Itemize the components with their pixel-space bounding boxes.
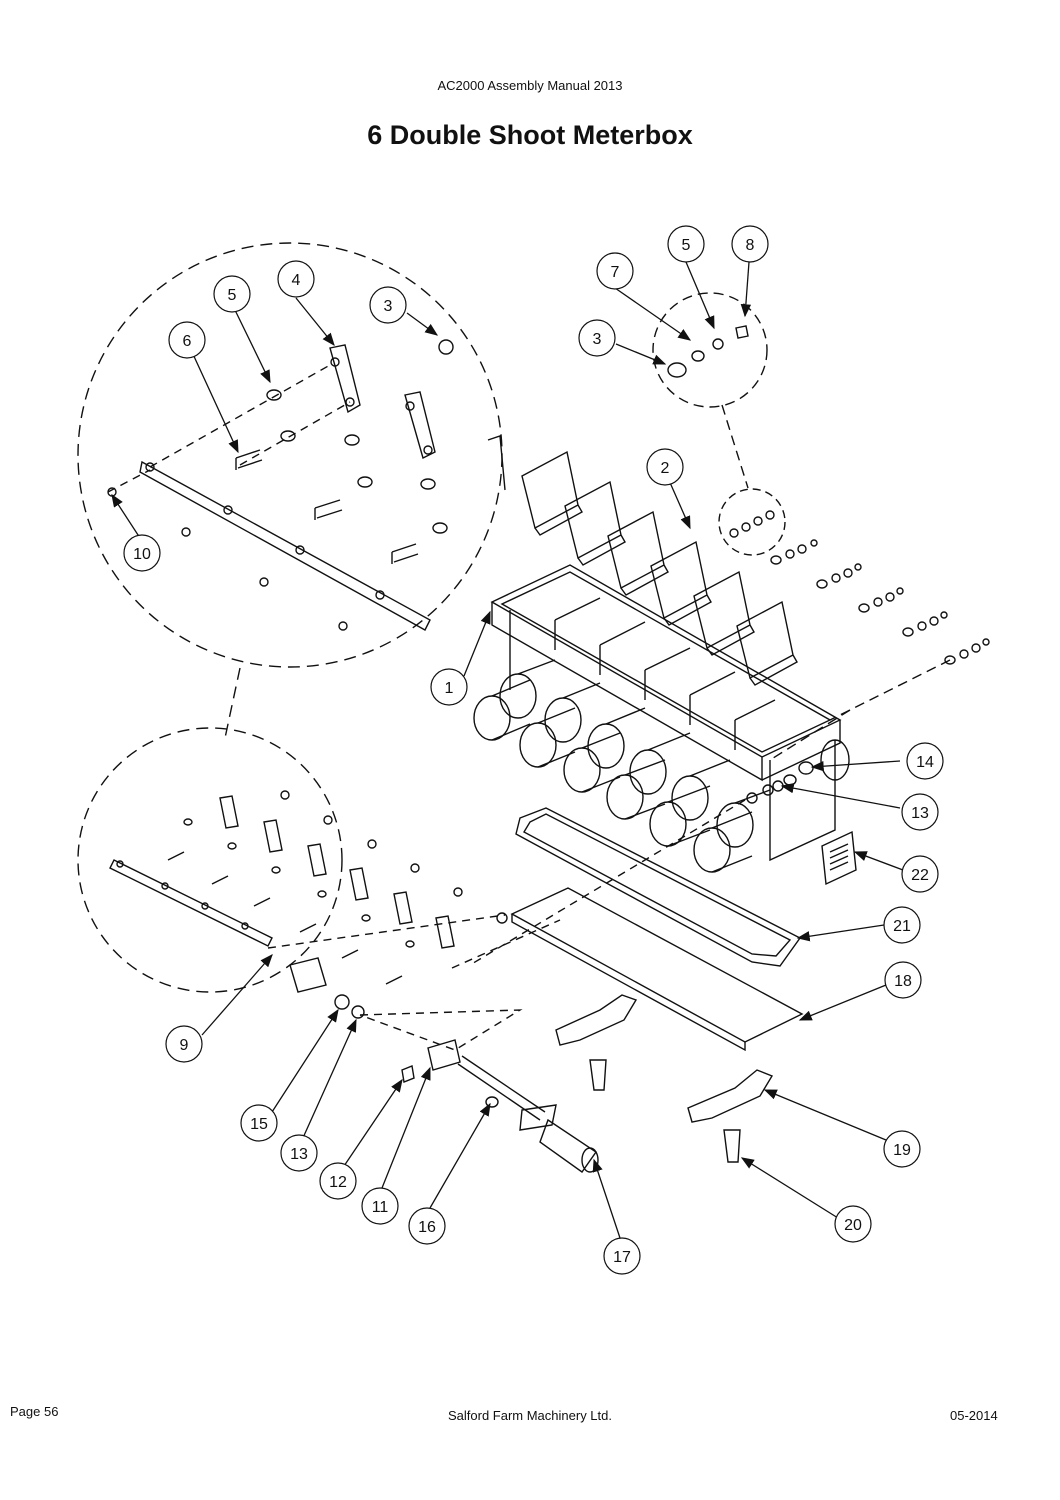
detail-circle-hardware (652, 292, 768, 408)
flap-5 (693, 570, 755, 656)
outlet-tubes (473, 659, 850, 873)
callout-11: 11 (372, 1199, 389, 1216)
callout-14: 14 (916, 754, 934, 771)
footer-page-number: Page 56 (10, 1404, 59, 1419)
callout-17: 17 (613, 1249, 631, 1266)
callout-16: 16 (418, 1219, 436, 1236)
callout-13: 13 (911, 805, 929, 822)
callout-9: 9 (180, 1037, 189, 1054)
lever-hub (427, 1039, 461, 1071)
pivot-block (289, 957, 327, 993)
callout-5: 5 (228, 287, 237, 304)
document-header: AC2000 Assembly Manual 2013 (437, 78, 623, 93)
callout-19: 19 (893, 1142, 911, 1159)
callout-21: 21 (893, 918, 911, 935)
meterbox-top-rim (490, 564, 842, 758)
page-title: 6 Double Shoot Meterbox (367, 120, 693, 150)
handle-grip (539, 1118, 597, 1173)
callout-2: 2 (661, 460, 670, 477)
footer-company: Salford Farm Machinery Ltd. (447, 1408, 612, 1423)
lever-detail-1 (329, 344, 361, 414)
detail-circle-upper (77, 242, 503, 668)
callout-4: 4 (292, 272, 301, 289)
flap-1 (521, 450, 583, 536)
bracket-upper (555, 994, 638, 1046)
label-plate (821, 830, 857, 886)
callout-18: 18 (894, 973, 912, 990)
callout-7: 7 (611, 264, 620, 281)
flap-6 (736, 600, 798, 686)
callout-13-lower: 13 (290, 1146, 308, 1163)
bracket-lower (687, 1069, 774, 1123)
detail-circle-small (718, 488, 786, 556)
footer-date: 05-2014 (950, 1408, 998, 1423)
hinge-bar-detail (139, 460, 431, 631)
detail-circle-lower (77, 727, 343, 993)
flap-4 (650, 540, 712, 626)
callout-15: 15 (250, 1116, 268, 1133)
callout-22: 22 (911, 867, 929, 884)
callout-10: 10 (133, 546, 151, 563)
callout-5-hardware: 5 (682, 237, 691, 254)
callout-1: 1 (445, 680, 454, 697)
hinge-bar-lower (109, 859, 273, 947)
callout-3-hardware: 3 (593, 331, 602, 348)
callout-20: 20 (844, 1217, 862, 1234)
callout-3: 3 (384, 298, 393, 315)
gasket (515, 807, 802, 967)
flap-2 (564, 480, 626, 566)
flap-3 (607, 510, 669, 596)
callout-8: 8 (746, 237, 755, 254)
callout-6: 6 (183, 333, 192, 350)
callout-12: 12 (329, 1174, 347, 1191)
